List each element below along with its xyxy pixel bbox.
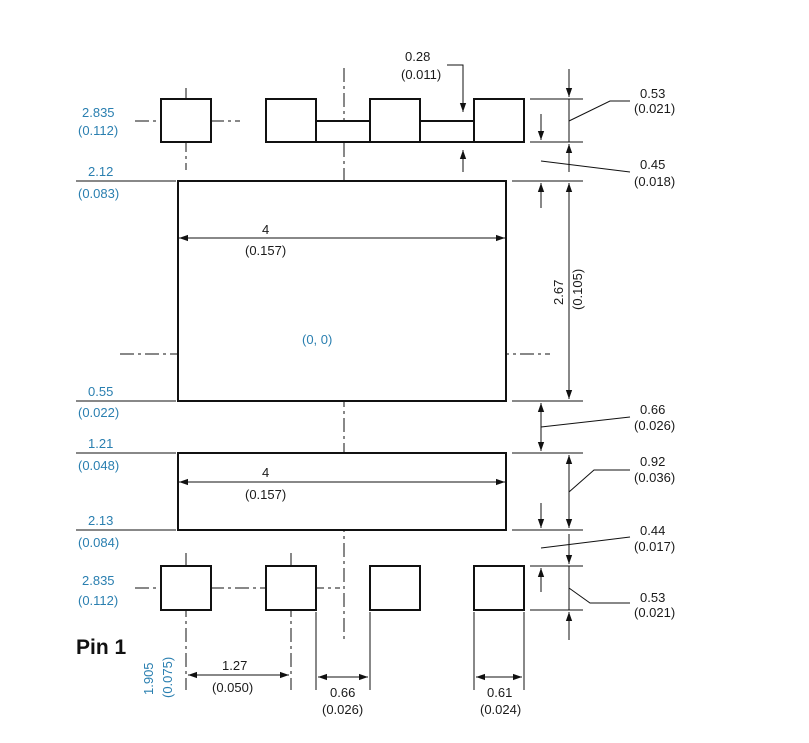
exposed-pad-small <box>177 452 507 531</box>
bottom-dim-0-inch: (0.050) <box>212 680 253 695</box>
right-dim-4-mm: 0.92 <box>640 454 665 469</box>
right-dim-6-inch: (0.021) <box>634 605 675 620</box>
bottom-dim-1-inch: (0.026) <box>322 702 363 717</box>
bottom-pad-4 <box>473 565 525 611</box>
top-pad-2 <box>265 98 317 143</box>
right-dim-5-mm: 0.44 <box>640 523 665 538</box>
exposed-pad-large <box>177 180 507 402</box>
bottom-dim-2-mm: 0.61 <box>487 685 512 700</box>
left-dim-3-mm: 1.21 <box>88 436 113 451</box>
width-big-mm: 4 <box>262 222 269 237</box>
bottom-dimensions: 1.27 (0.050) 0.66 (0.026) 0.61 (0.024) <box>188 612 525 717</box>
left-reference-lines <box>76 180 176 531</box>
top-bridge-1 <box>315 120 371 143</box>
bottom-pads <box>160 565 525 611</box>
right-dim-6-mm: 0.53 <box>640 590 665 605</box>
bottom-dim-2-inch: (0.024) <box>480 702 521 717</box>
right-dim-3-mm: 0.66 <box>640 402 665 417</box>
bottom-pad-1 <box>160 565 212 611</box>
top-bridge-2 <box>419 120 475 143</box>
top-pad-1 <box>160 98 212 143</box>
left-dim-4-mm: 2.13 <box>88 513 113 528</box>
right-leader-lines <box>540 100 631 604</box>
origin-label: (0, 0) <box>302 332 332 347</box>
right-dimension-labels: 0.53 (0.021) 0.45 (0.018) 2.67 (0.105) 0… <box>551 86 675 620</box>
right-extension-lines <box>512 98 583 611</box>
left-dim-1-mm: 2.12 <box>88 164 113 179</box>
top-pad-4 <box>473 98 525 143</box>
top-dim-inch: (0.011) <box>401 67 441 82</box>
right-dim-1-mm: 0.45 <box>640 157 665 172</box>
bottom-dim-1-mm: 0.66 <box>330 685 355 700</box>
bottom-dim-0-mm: 1.27 <box>222 658 247 673</box>
width-small-mm: 4 <box>262 465 269 480</box>
right-dim-3-inch: (0.026) <box>634 418 675 433</box>
width-big-inch: (0.157) <box>245 243 286 258</box>
left-dimension-labels: 2.835 (0.112) 2.12 (0.083) 0.55 (0.022) … <box>78 105 119 608</box>
right-dimension-arrows <box>537 69 573 640</box>
left-dim-2-mm: 0.55 <box>88 384 113 399</box>
pitch-v-mm: 1.905 <box>141 662 156 695</box>
left-dim-4-inch: (0.084) <box>78 535 119 550</box>
left-dim-5-mm: 2.835 <box>82 573 115 588</box>
bottom-pad-2 <box>265 565 317 611</box>
left-dim-3-inch: (0.048) <box>78 458 119 473</box>
pitch-v-inch: (0.075) <box>160 657 175 698</box>
left-dim-1-inch: (0.083) <box>78 186 119 201</box>
left-dim-0-mm: 2.835 <box>82 105 115 120</box>
right-dim-0-mm: 0.53 <box>640 86 665 101</box>
left-dim-5-inch: (0.112) <box>78 593 118 608</box>
right-dim-4-inch: (0.036) <box>634 470 675 485</box>
top-pads <box>160 98 525 143</box>
right-dim-1-inch: (0.018) <box>634 174 675 189</box>
bottom-pad-3 <box>369 565 421 611</box>
right-dim-5-inch: (0.017) <box>634 539 675 554</box>
pin-1-label: Pin 1 <box>76 636 127 659</box>
left-dim-0-inch: (0.112) <box>78 123 118 138</box>
width-dimensions: 4 (0.157) 4 (0.157) <box>179 222 505 502</box>
width-small-inch: (0.157) <box>245 487 286 502</box>
left-dim-2-inch: (0.022) <box>78 405 119 420</box>
top-pad-3 <box>369 98 421 143</box>
right-dim-2-mm: 2.67 <box>551 280 566 305</box>
top-dim-mm: 0.28 <box>405 49 430 64</box>
right-dim-0-inch: (0.021) <box>634 101 675 116</box>
top-gap-dimension: 0.28 (0.011) <box>401 49 467 172</box>
right-dim-2-inch: (0.105) <box>570 269 585 310</box>
